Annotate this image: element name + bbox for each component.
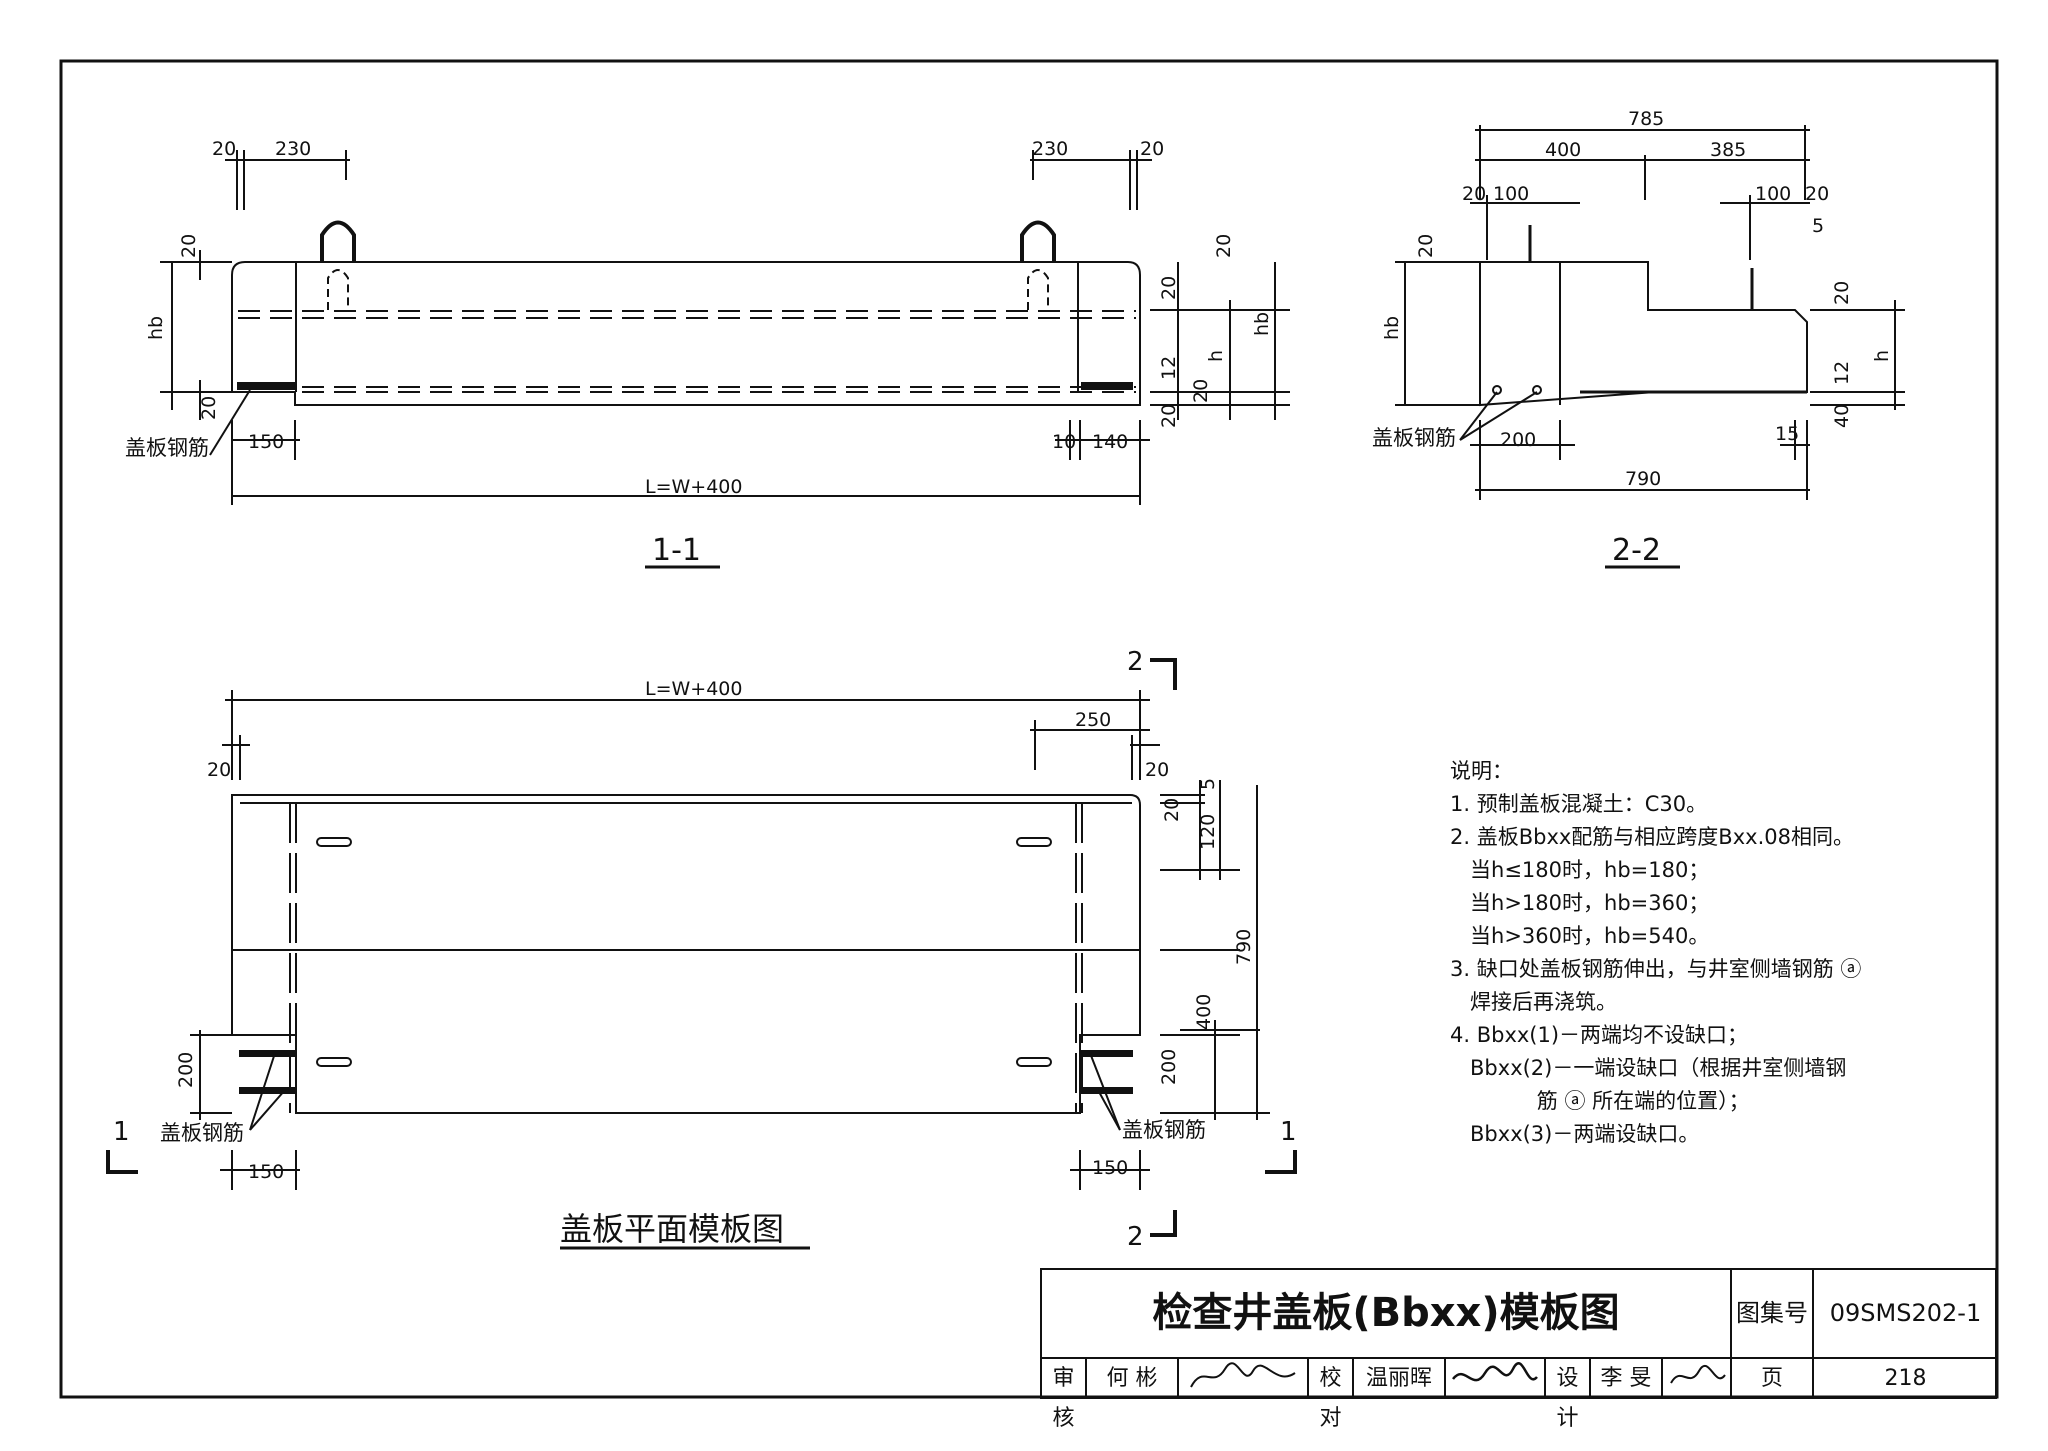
- note-line: 3. 缺口处盖板钢筋伸出，与井室侧墙钢筋 ⓐ: [1450, 957, 1862, 981]
- dim-label: 150: [1092, 1157, 1128, 1179]
- rebar-callout: 盖板钢筋: [1122, 1118, 1206, 1142]
- section-cut-mark: 2: [1127, 1222, 1144, 1252]
- note-line: 焊接后再浇筑。: [1450, 990, 1618, 1014]
- dim-label: 385: [1710, 139, 1746, 161]
- dim-label: 140: [1092, 431, 1128, 453]
- dim-label: 12: [1158, 356, 1180, 380]
- dim-label: 40: [1831, 404, 1853, 428]
- dim-label: 20: [212, 138, 236, 160]
- sheet-border: [59, 59, 1999, 1399]
- signature-mark: [1452, 1362, 1538, 1382]
- dim-label: L=W+400: [645, 476, 742, 498]
- plan-title: 盖板平面模板图: [560, 1210, 784, 1248]
- section-cut-mark: 1: [1280, 1117, 1297, 1147]
- dim-label: h: [1871, 350, 1893, 362]
- designer-signature: [1663, 1359, 1732, 1399]
- note-line: Bbxx(3)－两端设缺口。: [1450, 1122, 1700, 1146]
- plan-view-labels: L=W+400 250 20 20 20 5 120 790 400 200 2…: [113, 647, 1297, 1252]
- dim-label: 790: [1625, 468, 1661, 490]
- checker-signature: [1446, 1359, 1546, 1399]
- dim-label: 20: [1158, 276, 1180, 300]
- designer-name: 李 旻: [1591, 1359, 1663, 1399]
- dim-label: 20: [1415, 234, 1437, 258]
- rebar-callout: 盖板钢筋: [160, 1121, 244, 1145]
- section-2-2-drawing: [1395, 125, 1905, 569]
- atlas-number: 09SMS202-1: [1814, 1270, 1997, 1359]
- dim-label: 20: [1213, 234, 1235, 258]
- dim-label: hb: [1381, 316, 1403, 340]
- section-label-1-1: 1-1: [652, 533, 701, 568]
- dim-label: 200: [1158, 1049, 1180, 1085]
- dim-label: 20: [1831, 281, 1853, 305]
- dim-label: 20: [1140, 138, 1164, 160]
- design-label: 设计: [1546, 1359, 1591, 1431]
- plan-view-drawing: [106, 658, 1297, 1250]
- note-line: 1. 预制盖板混凝土：C30。: [1450, 792, 1708, 816]
- dim-label: 230: [275, 138, 311, 160]
- note-line: 筋 ⓐ 所在端的位置）；: [1450, 1089, 1750, 1113]
- dim-label: 400: [1193, 994, 1215, 1030]
- dim-label: 120: [1197, 814, 1219, 850]
- note-line: 2. 盖板Bbxx配筋与相应跨度Bxx.08相同。: [1450, 825, 1854, 849]
- dim-label: 150: [248, 1161, 284, 1183]
- dim-label: 790: [1233, 929, 1255, 965]
- drawing-title: 检查井盖板(Bbxx)模板图: [1042, 1270, 1732, 1359]
- section-cut-mark: 1: [113, 1117, 130, 1147]
- dim-label: 5: [1197, 778, 1219, 790]
- dim-label: 200: [175, 1052, 197, 1088]
- note-line: 当h>180时，hb=360；: [1450, 891, 1710, 915]
- signature-mark: [1190, 1362, 1296, 1388]
- check-label: 校对: [1309, 1359, 1354, 1431]
- notes-block: 说明： 1. 预制盖板混凝土：C30。 2. 盖板Bbxx配筋与相应跨度Bxx.…: [1450, 755, 1890, 1151]
- dim-label: 785: [1628, 108, 1664, 130]
- dim-label: 230: [1032, 138, 1068, 160]
- dim-label: 12: [1831, 361, 1853, 385]
- dim-label: 400: [1545, 139, 1581, 161]
- note-line: 当h>360时，hb=540。: [1450, 924, 1710, 948]
- note-line: Bbxx(2)－一端设缺口（根据井室侧墙钢: [1450, 1056, 1847, 1080]
- dim-label: 20: [1161, 798, 1183, 822]
- section-1-1-labels: 20 230 230 20 20 hb 20 20 20 h hb 12 20 …: [125, 138, 1273, 568]
- dim-label: L=W+400: [645, 678, 742, 700]
- page-number: 218: [1884, 1366, 1927, 1391]
- section-label-2-2: 2-2: [1612, 533, 1661, 568]
- dim-label: 100: [1493, 183, 1529, 205]
- signature-mark: [1669, 1364, 1726, 1384]
- dim-label: 10: [1052, 431, 1076, 453]
- dim-label: h: [1205, 350, 1227, 362]
- note-line: 当h≤180时，hb=180；: [1450, 858, 1710, 882]
- review-label: 审核: [1042, 1359, 1087, 1431]
- page-label: 页: [1732, 1359, 1814, 1399]
- dim-label: 20: [1158, 404, 1180, 428]
- dim-label: 20: [198, 396, 220, 420]
- dim-label: 150: [248, 431, 284, 453]
- checker-name: 温丽晖: [1354, 1359, 1446, 1399]
- dim-label: hb: [1251, 312, 1273, 336]
- atlas-label: 图集号: [1732, 1270, 1814, 1359]
- section-cut-mark: 2: [1127, 647, 1144, 677]
- section-2-2-labels: 785 400 385 20 100 100 20 5 20 hb 20 h 1…: [1372, 108, 1893, 568]
- title-block: 检查井盖板(Bbxx)模板图 图集号 09SMS202-1 审核 何 彬 校对 …: [1040, 1268, 1997, 1431]
- reviewer-name: 何 彬: [1087, 1359, 1179, 1399]
- dim-label: 100: [1755, 183, 1791, 205]
- dim-label: 15: [1775, 423, 1799, 445]
- dim-label: 20: [1190, 379, 1212, 403]
- section-1-1-drawing: [160, 150, 1290, 569]
- dim-label: 20: [207, 759, 231, 781]
- reviewer-signature: [1179, 1359, 1309, 1399]
- rebar-callout: 盖板钢筋: [1372, 426, 1456, 450]
- dim-label: hb: [145, 316, 167, 340]
- notes-heading: 说明：: [1450, 759, 1513, 783]
- dim-label: 5: [1812, 215, 1824, 237]
- rebar-callout: 盖板钢筋: [125, 436, 209, 460]
- dim-label: 20: [178, 234, 200, 258]
- note-line: 4. Bbxx(1)－两端均不设缺口；: [1450, 1023, 1749, 1047]
- dim-label: 200: [1500, 429, 1536, 451]
- dim-label: 20: [1145, 759, 1169, 781]
- dim-label: 250: [1075, 709, 1111, 731]
- dim-label: 20: [1805, 183, 1829, 205]
- dim-label: 20: [1462, 183, 1486, 205]
